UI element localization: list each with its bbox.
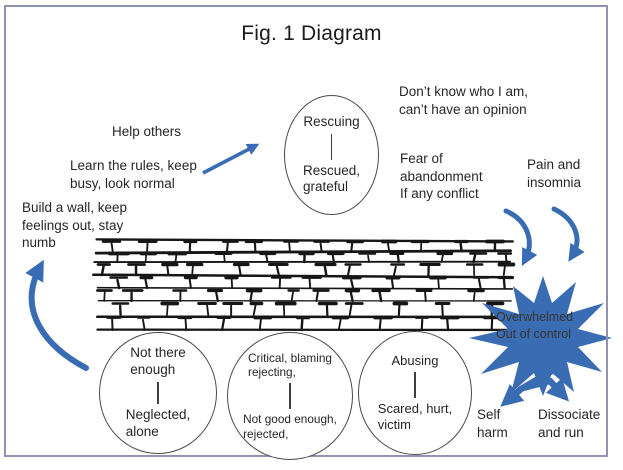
annotation-help-others: Help others [112, 124, 182, 139]
starburst-label: Overwhelmed Out of control [496, 310, 574, 341]
rescuing-top-label: Rescuing [303, 113, 360, 129]
divider-line [330, 133, 333, 160]
abusing-top-label: Abusing [391, 352, 439, 368]
brick-wall-illustration [91, 238, 516, 332]
critical-bottom-label: Not good enough, rejected, [243, 412, 337, 441]
abusing-bottom-label: Scared, hurt, victim [377, 400, 453, 433]
rescuing-ellipse: Rescuing Rescued, grateful [284, 95, 379, 215]
arrow-star-to-self-harm-icon [500, 368, 554, 407]
arrow-build-wall-up-icon [25, 259, 89, 371]
abusing-ellipse: Abusing Scared, hurt, victim [358, 331, 472, 455]
divider-line [157, 382, 159, 404]
divider-line [289, 383, 291, 409]
arrow-star-to-dissociate-icon [522, 377, 570, 402]
not-there-ellipse: Not there enough Neglected, alone [99, 332, 217, 454]
critical-ellipse: Critical, blaming rejecting, Not good en… [227, 332, 353, 460]
annotation-dont-know: Don’t know who I am, can’t have an opini… [399, 84, 529, 117]
rescuing-bottom-label: Rescued, grateful [302, 162, 361, 195]
annotation-learn-rules: Learn the rules, keep busy, look normal [70, 158, 197, 191]
annotation-fear-abandonment: Fear of abandonment If any conflict [400, 151, 483, 202]
figure-title: Fig. 1 Diagram [241, 22, 382, 45]
critical-top-label: Critical, blaming rejecting, [248, 350, 332, 380]
arrow-pain-to-wall-icon [551, 206, 585, 262]
not-there-bottom-label: Neglected, alone [125, 407, 191, 439]
divider-line [414, 371, 416, 398]
annotation-self-harm: Self harm [477, 407, 508, 440]
annotation-build-wall: Build a wall, keep feelings out, stay nu… [22, 200, 128, 251]
not-there-top-label: Not there enough [130, 345, 186, 378]
arrow-fear-to-wall-icon [503, 208, 538, 267]
annotation-pain-insomnia: Pain and insomnia [527, 157, 582, 190]
overwhelmed-starburst [469, 276, 612, 396]
arrow-help-to-rescuing-icon [202, 143, 260, 175]
annotation-dissociate: Dissociate and run [538, 407, 601, 440]
